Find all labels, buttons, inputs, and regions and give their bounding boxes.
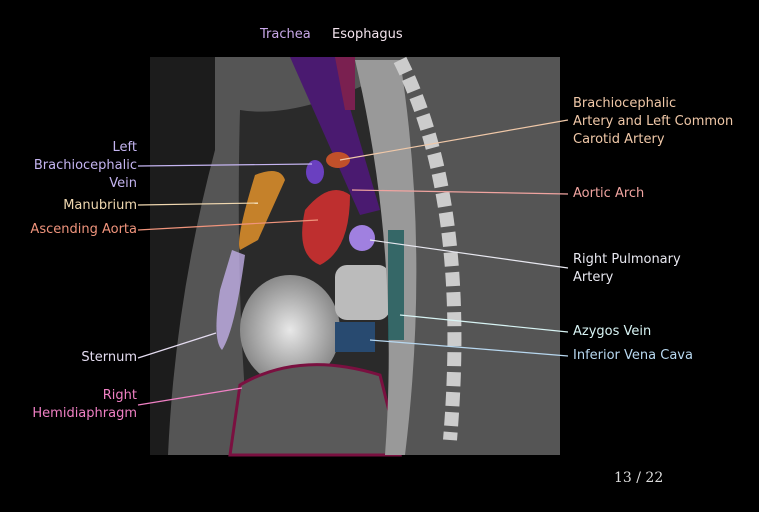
leader-lines [137,119,569,406]
trachea-overlay [290,57,380,215]
label-aortic-arch: Aortic Arch [573,186,645,201]
liver-diaphragm [228,363,402,457]
label-ascending-aorta: Ascending Aorta [30,222,137,237]
label-line: Right [102,388,137,403]
label-line: Left [112,140,137,155]
slide-counter: 13 / 22 [614,470,664,486]
spinous-processes [393,56,462,441]
label-line: Artery [573,270,614,285]
label-right-pulmonary-artery: Right Pulmonary Artery [573,251,681,287]
aorta-overlay [302,190,350,265]
label-right-hemidiaphragm: Right Hemidiaphragm [32,387,137,423]
label-line: Brachiocephalic [573,96,677,111]
esophagus-overlay [335,57,355,110]
label-line: Hemidiaphragm [32,406,137,421]
left-brachiocephalic-vein-overlay [306,160,324,184]
right-pulmonary-artery-overlay [349,225,375,251]
label-line: Artery and Left Common [573,114,734,129]
label-line: Vein [109,176,137,191]
azygos-overlay [388,230,404,340]
label-line: Carotid Artery [573,132,665,147]
label-left-brachiocephalic-vein: Left Brachiocephalic Vein [34,139,137,193]
sternum-overlay [216,250,245,350]
manubrium-overlay [239,171,285,250]
spine [355,60,417,455]
heart [240,275,340,385]
label-manubrium: Manubrium [63,198,137,213]
label-inferior-vena-cava: Inferior Vena Cava [573,348,693,363]
label-azygos-vein: Azygos Vein [573,324,652,339]
label-line: Right Pulmonary [573,252,681,267]
label-sternum: Sternum [81,350,137,365]
label-line: Brachiocephalic [33,158,137,173]
label-trachea: Trachea [260,27,311,42]
left-atrium [335,265,390,320]
ivc-overlay [335,322,375,352]
brachiocephalic-artery-overlay [326,152,350,168]
label-brachiocephalic-artery: Brachiocephalic Artery and Left Common C… [573,95,733,149]
label-esophagus: Esophagus [332,27,403,42]
